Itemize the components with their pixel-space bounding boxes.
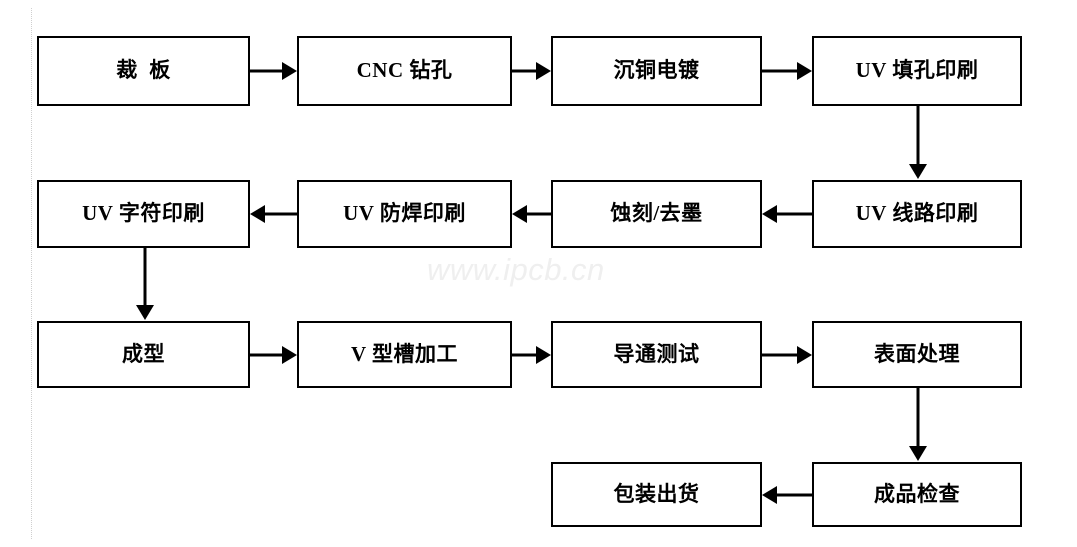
edge-uv-character-to-forming: [136, 248, 154, 321]
arrowhead-right-icon: [536, 62, 551, 80]
node-uv-hole-fill-printing[interactable]: UV 填孔印刷: [812, 36, 1022, 106]
watermark-text: www.ipcb.cn: [427, 252, 605, 287]
arrowhead-right-icon: [536, 346, 551, 364]
edge-cnc-to-copper-plating: [512, 62, 551, 80]
node-surface-treatment[interactable]: 表面处理: [812, 321, 1022, 388]
node-cnc-drilling[interactable]: CNC 钻孔: [297, 36, 512, 106]
node-uv-circuit-printing[interactable]: UV 线路印刷: [812, 180, 1022, 248]
arrowhead-down-icon: [909, 446, 927, 461]
node-copper-plating[interactable]: 沉铜电镀: [551, 36, 762, 106]
node-v-cut-machining[interactable]: V 型槽加工: [297, 321, 512, 388]
arrowhead-left-icon: [512, 205, 527, 223]
node-forming[interactable]: 成型: [37, 321, 250, 388]
node-final-inspection[interactable]: 成品检查: [812, 462, 1022, 527]
node-continuity-test[interactable]: 导通测试: [551, 321, 762, 388]
arrowhead-down-icon: [136, 305, 154, 320]
arrowhead-right-icon: [282, 62, 297, 80]
node-etching-stripping[interactable]: 蚀刻/去墨: [551, 180, 762, 248]
edge-uv-circuit-to-etching: [762, 205, 812, 223]
arrowhead-down-icon: [909, 164, 927, 179]
node-uv-character-printing[interactable]: UV 字符印刷: [37, 180, 250, 248]
node-cutting[interactable]: 裁 板: [37, 36, 250, 106]
edge-etching-to-uv-solder-mask: [512, 205, 551, 223]
arrowhead-left-icon: [762, 486, 777, 504]
edge-uv-solder-mask-to-uv-character: [250, 205, 297, 223]
edge-v-cut-to-continuity-test: [512, 346, 551, 364]
edge-forming-to-v-cut: [250, 346, 297, 364]
edge-copper-plating-to-uv-hole-fill: [762, 62, 812, 80]
edge-continuity-test-to-surface-treatment: [762, 346, 812, 364]
edge-uv-hole-fill-to-uv-circuit: [909, 106, 927, 180]
node-packing-shipping[interactable]: 包装出货: [551, 462, 762, 527]
edge-surface-treatment-to-final-inspection: [909, 388, 927, 462]
edge-final-inspection-to-packing: [762, 486, 812, 504]
node-uv-solder-mask-printing[interactable]: UV 防焊印刷: [297, 180, 512, 248]
arrowhead-left-icon: [250, 205, 265, 223]
edge-cutting-to-cnc: [250, 62, 297, 80]
page-margin-guide: [31, 8, 32, 539]
arrowhead-right-icon: [282, 346, 297, 364]
arrowhead-right-icon: [797, 62, 812, 80]
arrowhead-left-icon: [762, 205, 777, 223]
arrowhead-right-icon: [797, 346, 812, 364]
